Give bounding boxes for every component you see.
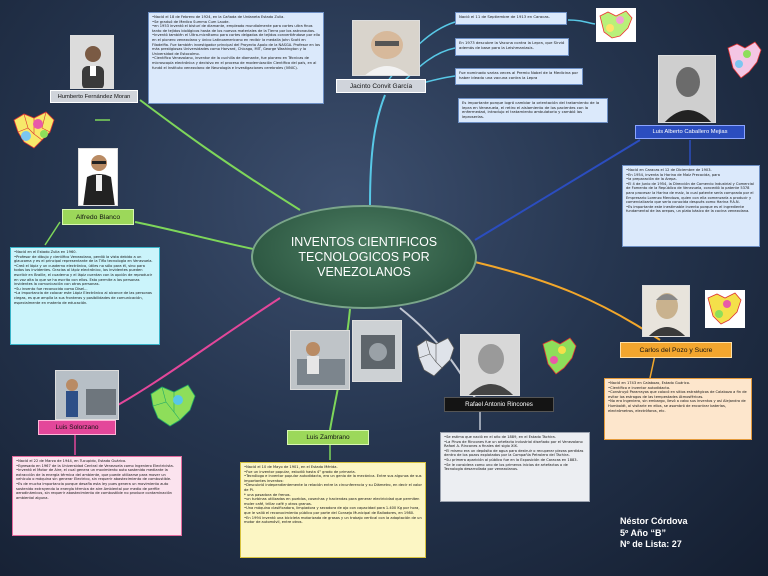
pozo-info: •Nació en 1743 en Calabozo, Estado Guári… <box>604 378 752 440</box>
fernandez-moran-photo <box>70 35 114 89</box>
convit-photo <box>352 20 420 76</box>
zambrano-info-line: •Fue un inventor popular, estudió hasta … <box>244 469 356 474</box>
zambrano-info: •Nació el 10 de Mayo de 1901, en el Esta… <box>240 462 426 558</box>
fernandez-info-line: •en 1953 inventó el bisturí de diamante,… <box>152 24 316 33</box>
rincones-info-line: •La Pinza de Rincones fue un artefacto i… <box>444 439 583 449</box>
venezuela-map-icon <box>725 40 763 84</box>
convit-fact-birth: Nació el 11 de Septiembre de 1913 en Car… <box>455 12 567 25</box>
venezuela-map-icon <box>705 290 745 332</box>
pozo-info-line: •Científico e inventor autodidacta. <box>608 385 671 390</box>
fernandez-moran-info: •Nació el 18 de Febrero de 1924, en la C… <box>148 12 324 104</box>
caballero-info-line: •En 1954, inventa la Harina de Maíz Prec… <box>626 172 720 177</box>
blanco-info-line: •Su invento fue reconocido como Disel... <box>14 286 88 291</box>
blanco-info-line: •Creó el lápiz y un cuaderno electrónico… <box>14 263 153 287</box>
convit-fact-text: En 1973 descubre la Vacuna contra la Lep… <box>459 40 565 50</box>
student-list-number: Nº de Lista: 27 <box>620 539 682 549</box>
fernandez-info-line: •Nació el 18 de Febrero de 1924, en la C… <box>152 15 285 19</box>
rincones-info-line: •Se estima que nació en el año de 1889, … <box>444 435 556 439</box>
solorzano-info-line: •Egresado en 1967 de la Universidad Cent… <box>16 463 174 468</box>
central-topic-title: INVENTOS CIENTIFICOS TECNOLOGICOS POR VE… <box>290 234 438 279</box>
venezuela-map-icon <box>540 336 578 380</box>
blanco-info: •Nació en el Estado Zulia en 1960. •Prof… <box>10 247 160 345</box>
central-topic: INVENTOS CIENTIFICOS TECNOLOGICOS POR VE… <box>251 205 477 309</box>
pozo-name: Carlos del Pozo y Sucre <box>639 346 713 354</box>
zambrano-info-line: •un turbinas utilizadas en pueblos, cose… <box>244 497 420 506</box>
solorzano-photo <box>55 370 119 420</box>
zambrano-info-line: •Tecnólogo e inventor popular autodidact… <box>244 474 422 483</box>
student-info: Néstor Córdova 5º Año “B” Nº de Lista: 2… <box>620 516 688 551</box>
fernandez-info-line: •Se graduó de Medico Summa Cum Laude. <box>152 19 230 24</box>
fernandez-moran-name: Humberto Fernández Moran <box>57 93 131 100</box>
zambrano-photo <box>290 330 350 390</box>
blanco-info-line: •Nació en el Estado Zulia en 1960. <box>14 250 77 254</box>
convit-fact-text: Es importante porque logró cambiar la or… <box>462 100 600 119</box>
convit-fact-text: Fue nominado varias veces al Premio Nobe… <box>459 70 579 80</box>
venezuela-map-icon <box>12 110 56 154</box>
blanco-label: Alfredo Blanco <box>62 209 134 225</box>
blanco-info-line: •Profesor de dibujo y científico Venezol… <box>14 254 153 264</box>
caballero-name: Luis Alberto Caballero Mejias <box>652 129 728 135</box>
rincones-info-line: •Su primera aparición al público fue en … <box>444 457 578 462</box>
convit-fact-importance: Es importante porque logró cambiar la or… <box>458 98 608 123</box>
blanco-info-line: •La importancia de colocar este Lápiz El… <box>14 291 152 305</box>
rincones-photo <box>460 334 520 396</box>
fernandez-info-line: •Científico Venezolano, inventor de la c… <box>152 56 317 70</box>
pozo-info-line: •Construyó Pararrayos que colocó en siti… <box>608 390 747 399</box>
caballero-info-line: •la preparación de la Arepa. <box>626 177 677 182</box>
caballero-info-line: •El 4 de Junio de 1954, la Dirección de … <box>626 181 754 205</box>
caballero-info-line: •Nació en Caracas el 12 de Diciembre de … <box>626 168 712 172</box>
convit-fact-nobel: Fue nominado varias veces al Premio Nobe… <box>455 68 583 85</box>
fernandez-moran-label: Humberto Fernández Moran <box>50 90 138 103</box>
solorzano-info-line: •Nació el 22 de Marzo de 1944, en Tucupi… <box>16 459 127 463</box>
rincones-name: Rafael Antonio Rincones <box>465 401 533 408</box>
solorzano-label: Luis Solorzano <box>38 420 116 435</box>
pozo-info-line: •Nació en 1743 en Calabozo, Estado Guári… <box>608 381 691 385</box>
zambrano-name: Luis Zambrano <box>306 434 350 441</box>
convit-fact-vaccine: En 1973 descubre la Vacuna contra la Lep… <box>455 38 569 56</box>
caballero-info: •Nació en Caracas el 12 de Diciembre de … <box>622 165 760 247</box>
solorzano-info-line: •Es de mucha importancia porque desafía … <box>16 481 172 500</box>
rincones-label: Rafael Antonio Rincones <box>444 397 554 412</box>
caballero-label: Luis Alberto Caballero Mejias <box>635 125 745 139</box>
caballero-info-line: •Es importante este inestimable invento … <box>626 204 750 214</box>
pozo-info-line: •No era Ingeniero, sin embargo, llevó a … <box>608 399 746 413</box>
zambrano-label: Luis Zambrano <box>287 430 369 445</box>
venezuela-map-icon <box>148 382 198 432</box>
caballero-photo <box>658 55 716 123</box>
venezuela-map-icon <box>596 8 636 46</box>
convit-label: Jacinto Convit García <box>336 79 426 93</box>
student-name: Néstor Córdova <box>620 516 688 526</box>
solorzano-info-line: •Inventó el Motor de Aire, el cual gener… <box>16 468 172 482</box>
solorzano-info: •Nació el 22 de Marzo de 1944, en Tucupi… <box>12 456 182 536</box>
venezuela-map-icon <box>414 336 456 382</box>
rincones-info-line: •Se le considera como uno de los primero… <box>444 462 568 472</box>
blanco-name: Alfredo Blanco <box>75 213 121 221</box>
pozo-photo <box>642 285 690 337</box>
zambrano-info-line: •En 1994 inventó una bicicleta motorizad… <box>244 515 422 525</box>
zambrano-info-line: •Nació el 10 de Mayo de 1901, en el Esta… <box>244 465 338 469</box>
convit-name: Jacinto Convit García <box>349 82 413 90</box>
pozo-label: Carlos del Pozo y Sucre <box>620 342 732 358</box>
zambrano-info-line: •Descubrió independientemente la relació… <box>244 483 422 492</box>
zambrano-info-line: * una pasadora de frenos. <box>244 492 291 497</box>
blanco-photo <box>78 148 118 206</box>
fernandez-info-line: •Inventó también el Ultra-micrótomo para… <box>152 33 320 56</box>
rincones-info: •Se estima que nació en el año de 1889, … <box>440 432 590 502</box>
convit-fact-text: Nació el 11 de Septiembre de 1913 en Car… <box>459 14 550 19</box>
rincones-info-line: •El mismo era un depósito de agua para d… <box>444 448 584 458</box>
solorzano-name: Luis Solorzano <box>55 424 99 431</box>
zambrano-info-line: •Una máquina clasificadora, limpiadora y… <box>244 506 420 515</box>
student-grade: 5º Año “B” <box>620 527 666 538</box>
zambrano-machine-photo <box>352 320 402 382</box>
